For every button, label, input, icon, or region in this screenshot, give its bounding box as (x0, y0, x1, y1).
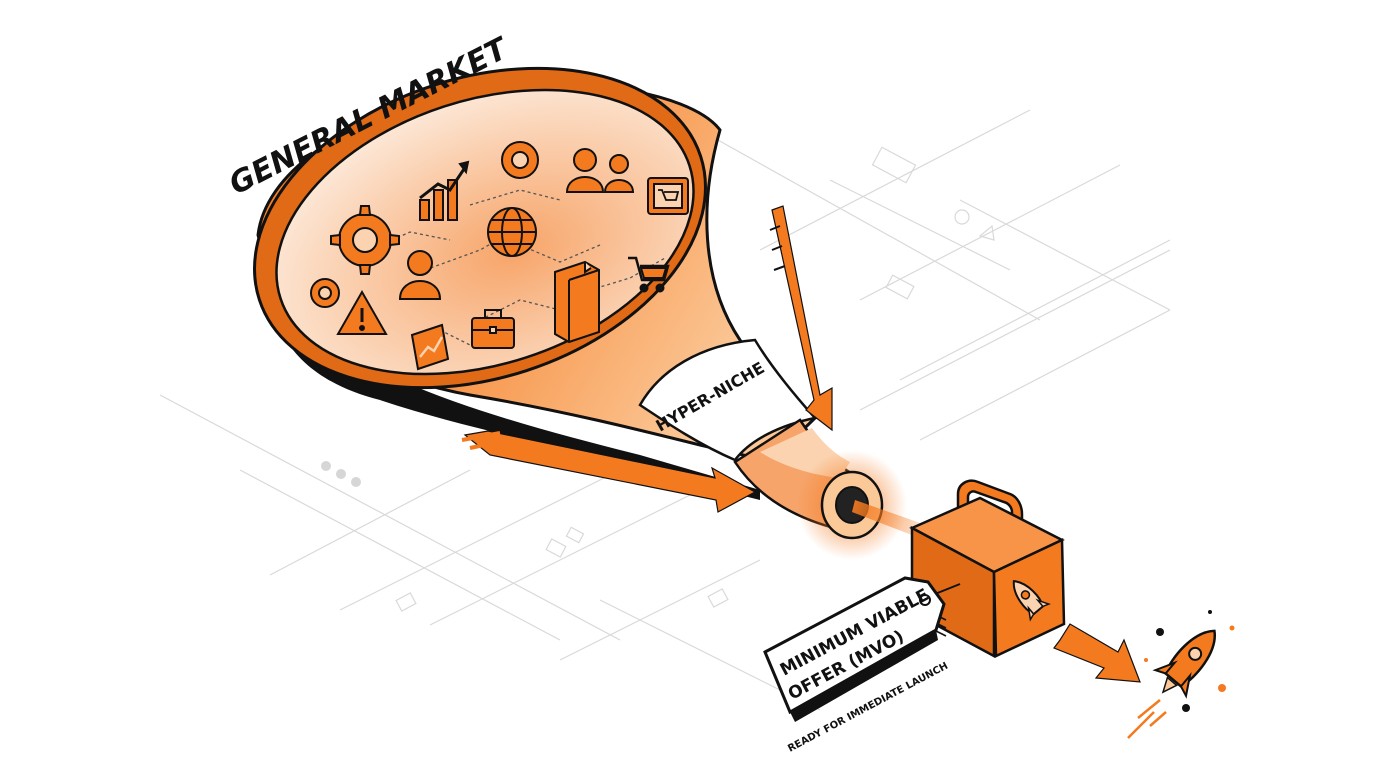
rocket-trail (1127, 699, 1167, 739)
gear-icon (310, 278, 340, 308)
tag-string (934, 583, 961, 595)
hyper-niche-band (638, 338, 818, 462)
briefcase-icon (471, 309, 515, 349)
background-grid (159, 109, 1171, 711)
shopping-cart-icon (628, 256, 670, 293)
growth-chart-icon (419, 160, 470, 221)
gear-icon (330, 205, 400, 275)
arrow-down-right (771, 205, 833, 432)
funnel-icons (310, 141, 689, 371)
arrow-bottom (463, 430, 757, 513)
mvo-tag: MINIMUM VIABLE OFFER (MVO) (763, 576, 961, 722)
book-icon (554, 260, 600, 344)
mvo-box (909, 479, 1066, 659)
flow-arrows (461, 205, 1141, 683)
rocket-sparkles (1144, 610, 1235, 712)
arrow-to-rocket (1053, 623, 1141, 683)
chart-icon (410, 323, 450, 371)
launch-rocket (1127, 610, 1235, 739)
rocket-icon (1012, 580, 1051, 622)
arrow-down-right-stripes (769, 225, 786, 271)
shopping-cart-icon (647, 177, 689, 215)
user-icon (398, 250, 442, 300)
warning-icon (336, 289, 388, 335)
globe-icon (487, 207, 537, 257)
tag-shadow (790, 630, 938, 722)
users-icon (565, 148, 635, 193)
gear-icon (501, 141, 539, 179)
tag-hole (919, 594, 931, 606)
arrow-bottom-stripes (461, 431, 509, 450)
rocket-icon (1152, 629, 1216, 699)
grid-dots (321, 461, 361, 487)
